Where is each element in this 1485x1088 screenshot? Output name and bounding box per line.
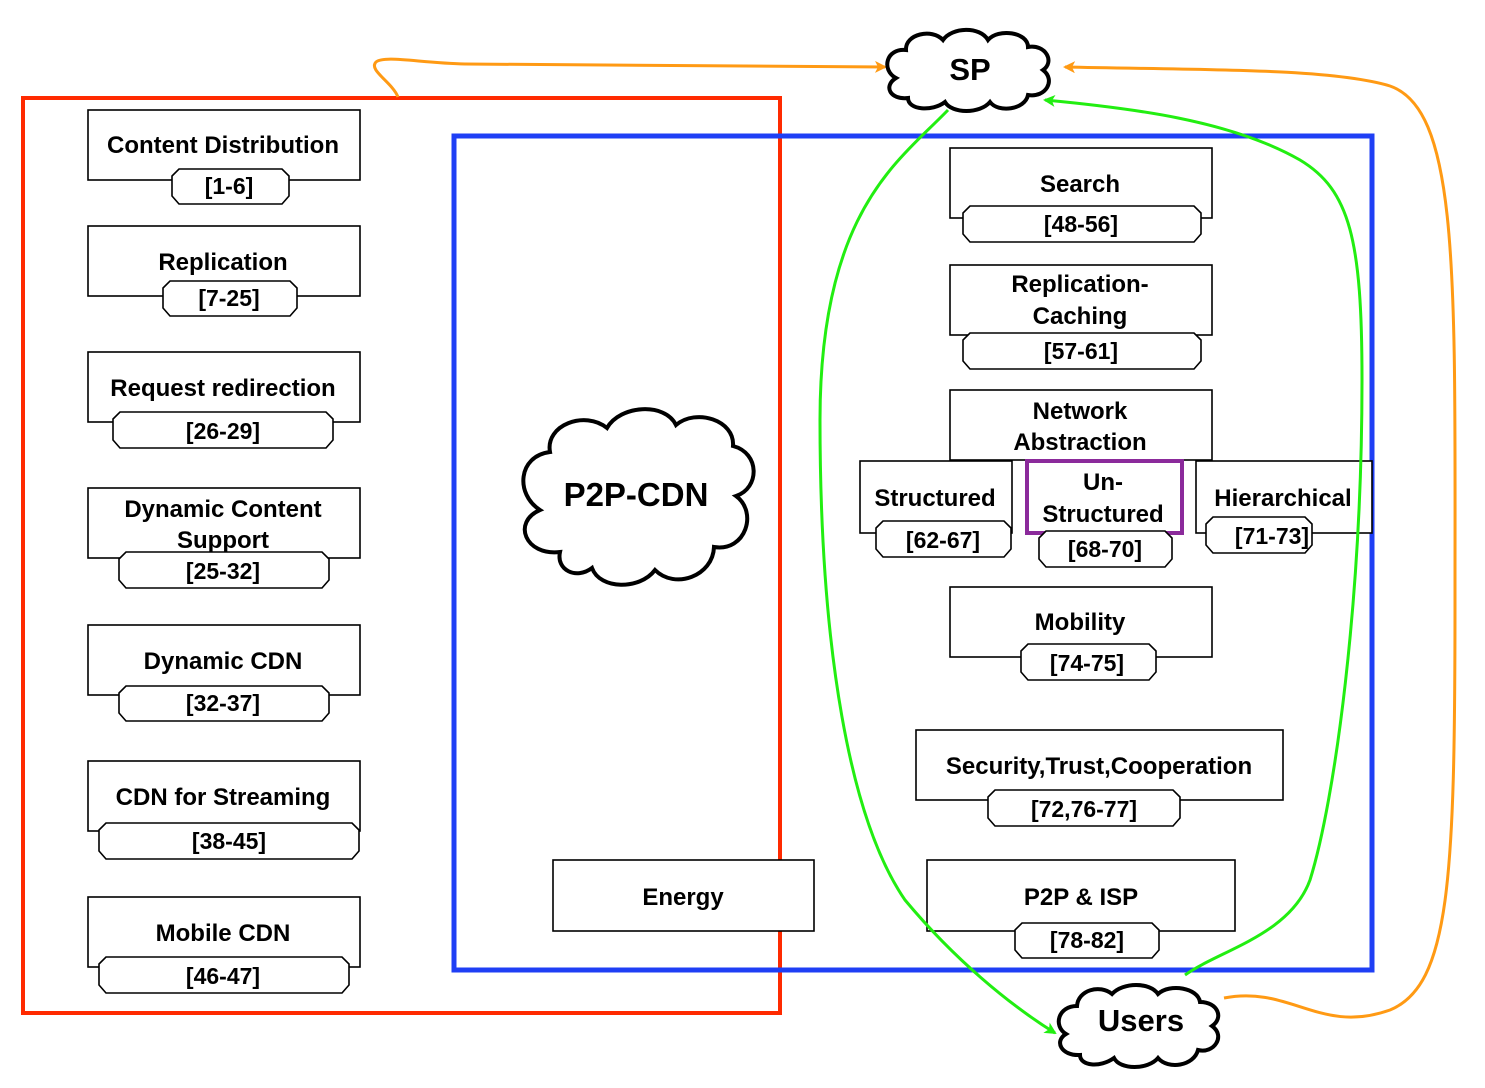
cdn-topic-title: Dynamic CDN bbox=[144, 648, 303, 675]
green-arrow-sp-to-users bbox=[818, 108, 1057, 1035]
cdn-topic-mobile-cdn: Mobile CDN [46-47] bbox=[87, 896, 361, 994]
p2p-topic-title-line-1: Replication- bbox=[1011, 271, 1148, 298]
p2p-cdn-cloud: P2P-CDN bbox=[521, 407, 756, 587]
p2p-topic-mobility: Mobility [74-75] bbox=[949, 586, 1213, 681]
p2p-topic-title: Structured bbox=[874, 485, 995, 512]
p2p-topic-hierarchical: Hierarchical [71-73] bbox=[1195, 460, 1373, 554]
p2p-topic-refs: [78-82] bbox=[1050, 927, 1124, 953]
cdn-topic-request-redirection: Request redirection [26-29] bbox=[87, 351, 361, 449]
p2p-frame bbox=[451, 133, 1375, 973]
p2p-topic-title-line-1: Network bbox=[1033, 398, 1128, 425]
p2p-topic-title: Search bbox=[1040, 171, 1120, 198]
cdn-topic-title: Mobile CDN bbox=[156, 920, 291, 947]
p2p-topic-network-abstraction: Network Abstraction bbox=[949, 389, 1213, 461]
p2p-topic-refs: [71-73] bbox=[1235, 523, 1309, 549]
shared-topic-title: Energy bbox=[642, 884, 724, 911]
cdn-topic-title: Request redirection bbox=[110, 375, 335, 402]
p2p-topic-refs: [62-67] bbox=[906, 527, 980, 553]
cdn-topic-title-line-1: Dynamic Content bbox=[124, 496, 321, 523]
p2p-topic-unstructured: Un- Structured [68-70] bbox=[1025, 459, 1184, 568]
p2p-topic-refs: [48-56] bbox=[1044, 211, 1118, 237]
cdn-topic-refs: [38-45] bbox=[192, 828, 266, 854]
p2p-topic-title: Security,Trust,Cooperation bbox=[946, 753, 1252, 780]
p2p-topic-p2p-isp: P2P & ISP [78-82] bbox=[926, 859, 1236, 959]
p2p-topic-refs: [72,76-77] bbox=[1031, 796, 1137, 822]
users-label: Users bbox=[1098, 1003, 1184, 1038]
p2p-topic-title-line-2: Abstraction bbox=[1013, 429, 1146, 456]
cdn-topic-dynamic-cdn: Dynamic CDN [32-37] bbox=[87, 624, 361, 722]
p2p-topic-title-line-2: Structured bbox=[1042, 501, 1163, 528]
cdn-topic-refs: [32-37] bbox=[186, 690, 260, 716]
cdn-topic-title-line-2: Support bbox=[177, 527, 269, 554]
p2p-topic-title: P2P & ISP bbox=[1024, 884, 1138, 911]
p2p-topic-search: Search [48-56] bbox=[949, 147, 1213, 243]
cdn-frame bbox=[21, 96, 782, 1015]
p2p-topic-replication-caching: Replication- Caching [57-61] bbox=[949, 264, 1213, 370]
cdn-topic-dynamic-content-support: Dynamic Content Support [25-32] bbox=[87, 487, 361, 589]
p2p-topic-title-line-1: Un- bbox=[1083, 469, 1123, 496]
p2p-topic-refs: [57-61] bbox=[1044, 338, 1118, 364]
cdn-topic-refs: [26-29] bbox=[186, 418, 260, 444]
cdn-topic-refs: [46-47] bbox=[186, 963, 260, 989]
shared-topic-energy: Energy bbox=[552, 859, 815, 932]
users-cloud: Users bbox=[1056, 983, 1221, 1069]
cdn-topic-title: Content Distribution bbox=[107, 132, 339, 159]
orange-arrow-users-to-sp bbox=[1063, 61, 1457, 1019]
cdn-topic-content-distribution: Content Distribution [1-6] bbox=[87, 109, 361, 205]
cdn-topic-title: CDN for Streaming bbox=[116, 784, 331, 811]
p2p-topic-title-line-2: Caching bbox=[1033, 303, 1128, 330]
green-arrow-users-to-sp bbox=[1043, 94, 1364, 977]
p2p-topic-refs: [74-75] bbox=[1050, 650, 1124, 676]
p2p-topic-security: Security,Trust,Cooperation [72,76-77] bbox=[915, 729, 1284, 827]
cdn-topic-replication: Replication [7-25] bbox=[87, 225, 361, 317]
p2p-topic-title: Mobility bbox=[1035, 609, 1126, 636]
cdn-topic-refs: [1-6] bbox=[205, 173, 254, 199]
p2p-topic-refs: [68-70] bbox=[1068, 536, 1142, 562]
p2p-topic-title: Hierarchical bbox=[1214, 485, 1351, 512]
p2p-topic-structured: Structured [62-67] bbox=[859, 460, 1013, 558]
sp-cloud: SP bbox=[885, 27, 1051, 113]
sp-label: SP bbox=[949, 52, 990, 87]
cdn-topic-refs: [7-25] bbox=[198, 285, 259, 311]
orange-arrow-cdn-to-sp bbox=[372, 57, 887, 98]
p2p-cdn-label: P2P-CDN bbox=[564, 476, 709, 513]
cdn-topic-cdn-for-streaming: CDN for Streaming [38-45] bbox=[87, 760, 361, 860]
cdn-topic-refs: [25-32] bbox=[186, 558, 260, 584]
cdn-topic-title: Replication bbox=[158, 249, 287, 276]
